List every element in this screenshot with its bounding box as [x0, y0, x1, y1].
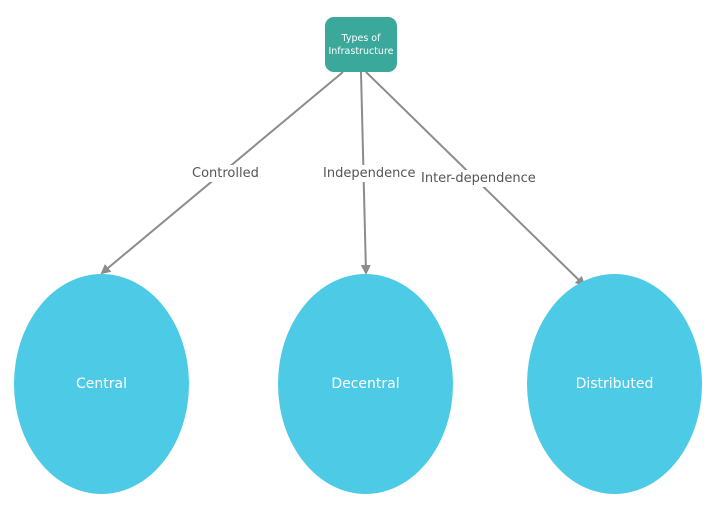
leaf-node-central: Central	[14, 274, 189, 494]
root-node-label-line-2: Infrastructure	[328, 45, 394, 57]
root-node-label-line-1: Types of	[341, 32, 381, 44]
leaf-node-label: Decentral	[331, 376, 400, 392]
leaf-node-distributed: Distributed	[527, 274, 702, 494]
edge-label-controlled: Controlled	[189, 165, 262, 182]
root-node-types-of-infrastructure: Types of Infrastructure	[325, 17, 397, 72]
edge-label-independence: Independence	[320, 165, 419, 182]
leaf-node-label: Central	[76, 376, 127, 392]
leaf-node-label: Distributed	[575, 376, 654, 392]
leaf-node-decentral: Decentral	[278, 274, 453, 494]
edge-label-inter-dependence: Inter-dependence	[418, 170, 539, 187]
